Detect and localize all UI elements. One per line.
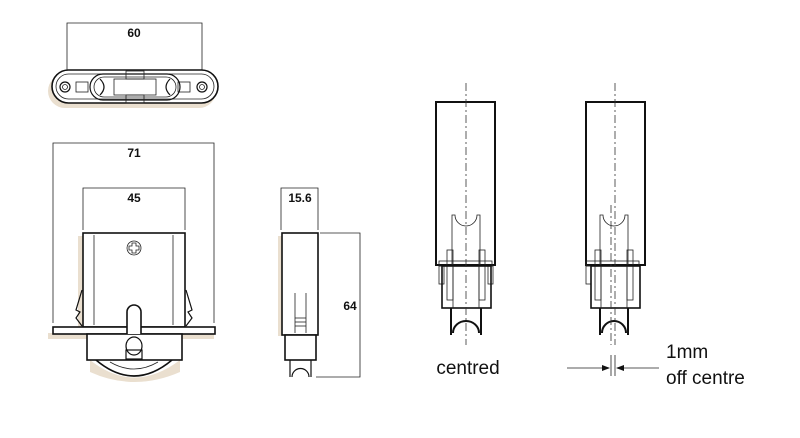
dimension-label-71: 71 [127, 146, 141, 160]
centred-body [435, 101, 496, 266]
wheel-housing [86, 333, 183, 361]
offset-arrows [567, 365, 659, 371]
front-view: 71 45 [48, 142, 216, 382]
dimension-line-45 [82, 187, 186, 230]
top-view: 60 [48, 22, 219, 108]
dimension-label-60: 60 [127, 26, 141, 40]
side-body [281, 232, 319, 336]
offset-label: off centre [666, 368, 745, 389]
adjuster-post [126, 304, 142, 334]
offset-value: 1mm [666, 342, 708, 363]
caption-centred: centred [436, 358, 499, 379]
dimension-label-15-6: 15.6 [288, 191, 312, 205]
off-centre-view: 1mm off centre [567, 83, 745, 389]
dimension-label-64: 64 [343, 299, 357, 313]
dimension-line-64 [316, 232, 361, 378]
wheel [95, 359, 173, 377]
dimension-line-60 [66, 22, 203, 70]
screw-icon [126, 240, 142, 256]
screw-hole-left [59, 81, 71, 93]
screw-hole-right [196, 81, 208, 93]
dimension-label-45: 45 [127, 191, 141, 205]
mounting-plate [51, 69, 219, 104]
dimension-line-71 [52, 142, 215, 323]
side-view: 15.6 64 [278, 187, 361, 378]
dimension-line-15-6 [280, 187, 319, 230]
off-centre-body [585, 101, 646, 266]
centred-view: centred [435, 83, 500, 379]
